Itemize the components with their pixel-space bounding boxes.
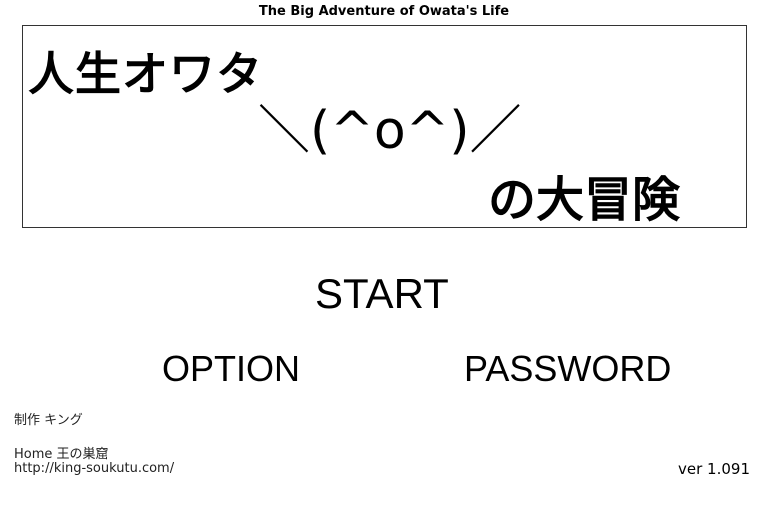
- title-logo-frame: [22, 25, 747, 228]
- home-label: Home 王の巣窟: [14, 447, 109, 462]
- title-line-1: 人生オワタ: [28, 47, 263, 101]
- home-url-link[interactable]: http://king-soukutu.com/: [14, 461, 175, 476]
- title-line-3: の大冒険: [488, 172, 681, 228]
- option-button[interactable]: OPTION: [162, 348, 301, 389]
- start-button[interactable]: START: [315, 270, 449, 317]
- credit-text: 制作 キング: [14, 413, 83, 428]
- version-label: ver 1.091: [678, 460, 750, 478]
- title-line-2: ＼(^o^)／: [258, 101, 522, 161]
- password-button[interactable]: PASSWORD: [464, 348, 672, 389]
- game-subtitle: The Big Adventure of Owata's Life: [258, 4, 510, 19]
